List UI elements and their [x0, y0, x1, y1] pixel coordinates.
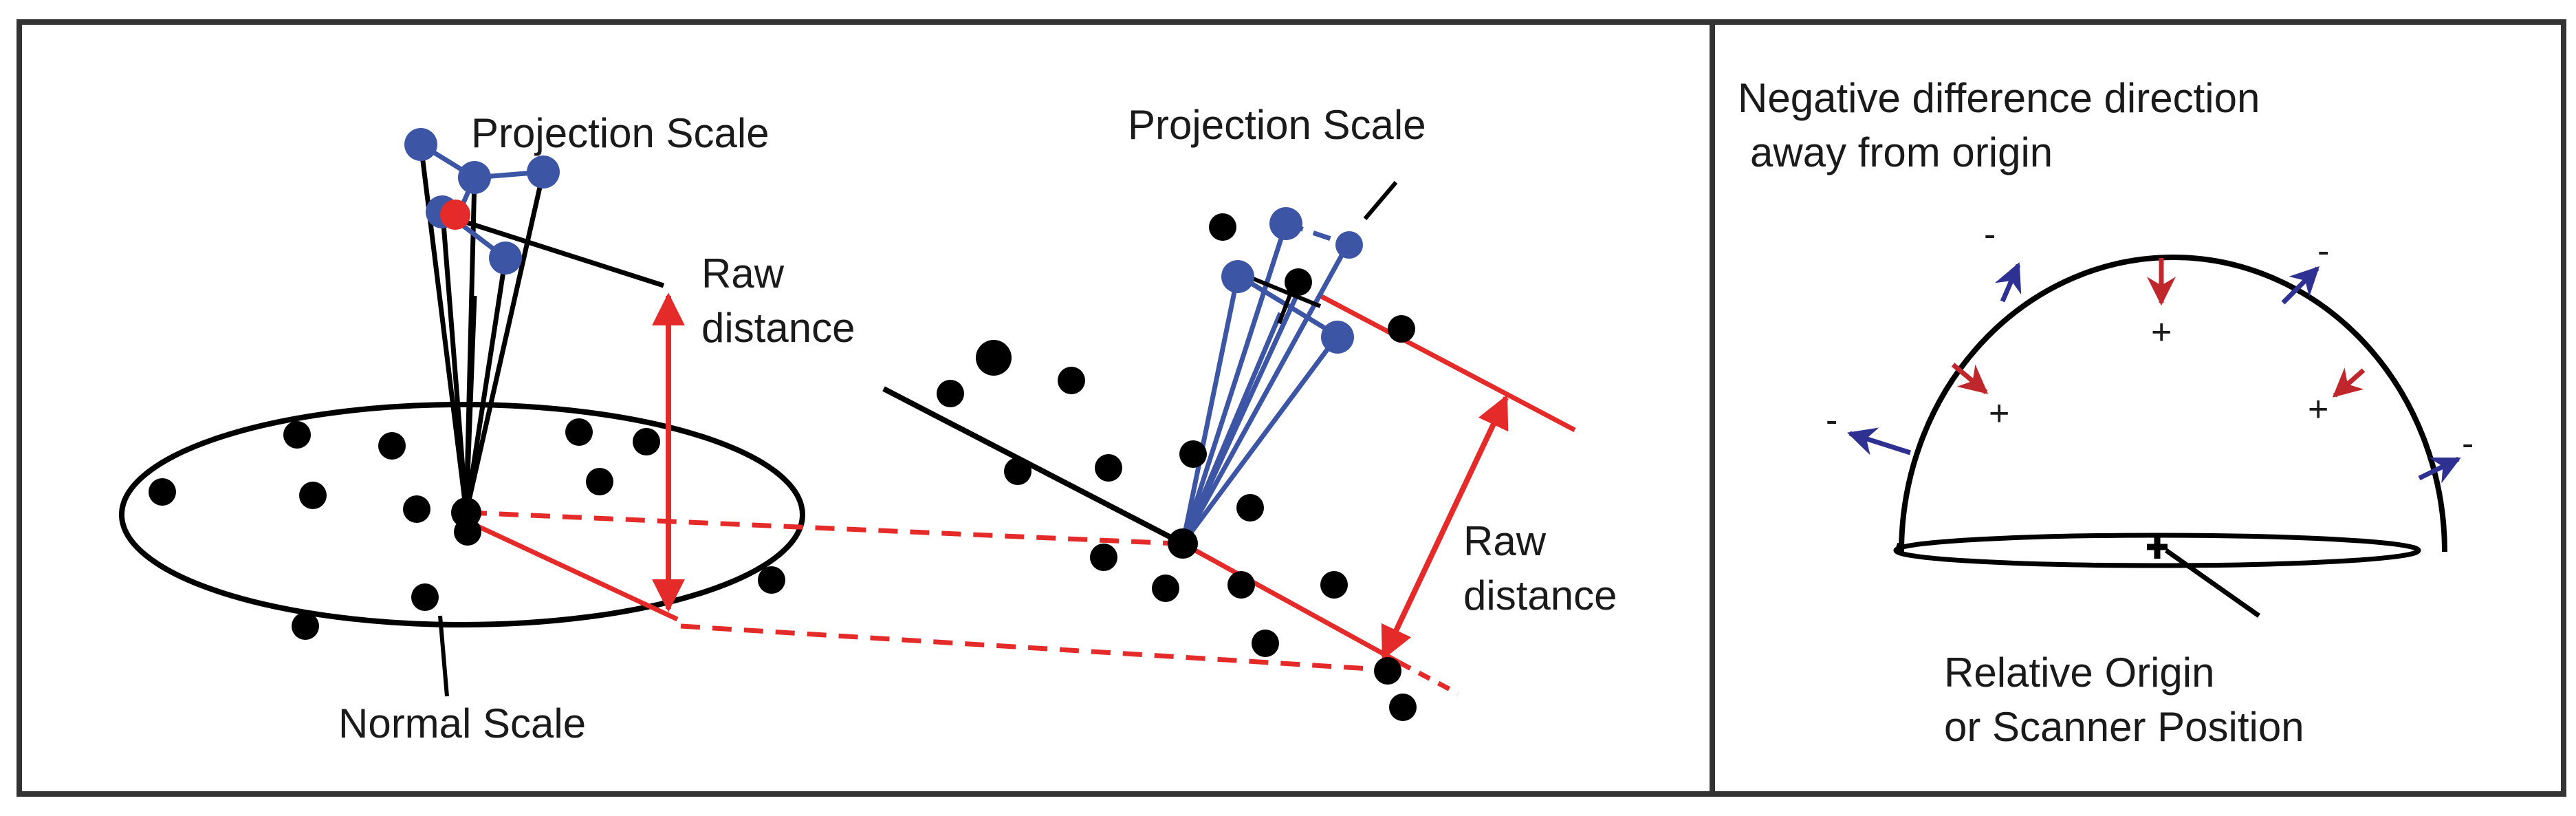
raw-distance-label-2-line-2: distance	[1463, 572, 1617, 619]
normal-scale-ellipse	[119, 402, 805, 627]
tangent-dash	[1398, 660, 1459, 696]
blue-point	[404, 128, 437, 161]
tangent-line-red	[1181, 541, 1401, 665]
raw-distance-arrow-2	[1381, 394, 1509, 661]
projection-scale-label-2: Projection Scale	[1128, 102, 1426, 148]
red-point	[440, 200, 470, 230]
point-cloud-2	[937, 213, 1417, 721]
raw-distance-label-2-line-1: Raw	[1463, 518, 1547, 564]
projection-points	[1221, 207, 1363, 354]
origin-pointer	[2164, 548, 2261, 618]
blue-point	[1335, 231, 1363, 259]
offset-line	[1319, 293, 1576, 433]
tangent-line	[882, 386, 1184, 546]
projection-scale-diagram: Projection Scale Raw distance	[882, 102, 1617, 721]
negative-sign: -	[1826, 400, 1837, 440]
blue-point	[458, 161, 491, 194]
projection-fan	[1180, 221, 1351, 546]
normal-scale-diagram: Projection Scale Raw distance Normal Sca…	[119, 110, 1404, 747]
inward-arrows	[1951, 258, 2366, 398]
raw-distance-label-1-line-1: Raw	[701, 250, 785, 297]
dashed-connector	[467, 510, 1178, 546]
projection-scale-pointer	[1363, 181, 1398, 220]
blue-point	[1221, 260, 1254, 293]
normal-scale-pointer	[438, 615, 449, 697]
normal-scale-label: Normal Scale	[338, 700, 586, 747]
outward-arrows	[1846, 262, 2461, 484]
tick-line	[1243, 273, 1322, 308]
raw-distance-label-1-line-2: distance	[701, 305, 855, 351]
blue-point	[489, 241, 522, 275]
positive-sign: +	[2151, 312, 2172, 352]
negative-sign: -	[1984, 215, 1996, 255]
dashed-connector	[680, 623, 1404, 674]
figure-frame	[17, 19, 2566, 797]
normal-line	[466, 519, 679, 622]
hemisphere-side-left	[1895, 542, 1903, 552]
blue-point	[527, 155, 560, 189]
origin-label-line-1: Relative Origin	[1944, 649, 2215, 696]
positive-sign: +	[2308, 389, 2328, 429]
right-title-line-1: Negative difference direction	[1738, 75, 2260, 121]
hemisphere-dome	[1899, 255, 2447, 552]
blue-point	[1269, 207, 1302, 240]
negative-sign: -	[2317, 231, 2329, 271]
projection-neighbors	[404, 128, 560, 275]
positive-sign: +	[1989, 394, 2009, 433]
origin-label-line-2: or Scanner Position	[1944, 704, 2304, 750]
negative-sign: -	[2462, 424, 2474, 464]
point-cloud-1	[149, 418, 785, 640]
blue-point	[1321, 321, 1354, 354]
projection-scale-label-1: Projection Scale	[471, 110, 769, 156]
hemisphere-diagram: Negative difference direction away from …	[1738, 75, 2474, 750]
right-title-line-2: away from origin	[1750, 129, 2053, 175]
